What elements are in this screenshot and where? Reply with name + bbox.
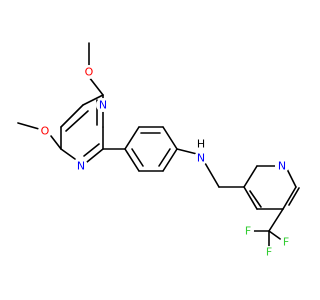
bond	[124, 148, 140, 172]
bond	[249, 190, 262, 208]
bond	[124, 126, 140, 150]
fluorine-label-top: F	[283, 236, 289, 249]
bond	[131, 148, 144, 167]
oxygen-atom-top: O	[82, 65, 96, 79]
molecule-canvas: O O N N N H N F F	[17, 42, 300, 259]
nitrogen-atom-amine: N H	[194, 138, 208, 165]
bond	[17, 122, 40, 130]
bond	[60, 104, 84, 128]
oxygen-label-top: O	[85, 66, 94, 79]
nitrogen-label-amine: N	[197, 152, 205, 165]
bond	[60, 148, 76, 160]
fluorine-atom-top: F	[280, 236, 292, 249]
nitrogen-atom-pyridine: N	[275, 159, 289, 173]
nitrogen-atom-pyrimidine-1: N	[96, 98, 110, 112]
bond	[268, 208, 284, 232]
bond	[83, 143, 100, 157]
oxygen-atom-left: O	[38, 124, 52, 138]
bond	[158, 148, 171, 167]
bond	[82, 94, 104, 106]
bond	[204, 162, 220, 188]
bond	[162, 126, 178, 150]
bond	[162, 148, 178, 172]
bond	[86, 148, 104, 163]
bond	[176, 148, 198, 155]
bond	[88, 76, 104, 96]
bond	[282, 186, 297, 210]
bond	[243, 165, 258, 188]
bond	[243, 186, 258, 210]
fluorine-atom-left: F	[242, 225, 254, 238]
bonds	[17, 42, 300, 247]
fluorine-label-left: F	[245, 225, 251, 238]
bond	[50, 135, 62, 150]
bond	[286, 168, 297, 188]
atom-labels: O O N N N H N F F	[38, 65, 292, 259]
bond	[288, 187, 300, 206]
nitrogen-label-pyrimidine-1: N	[99, 99, 107, 112]
nitrogen-label-pyridine: N	[278, 160, 286, 173]
fluorine-label-bottom: F	[266, 246, 272, 259]
nitrogen-label-pyrimidine-2: N	[77, 160, 85, 173]
fluorine-atom-bottom: F	[263, 246, 275, 259]
hydrogen-label-amine: H	[197, 138, 205, 151]
nitrogen-atom-pyrimidine-2: N	[74, 159, 88, 173]
molecule-structure: O O N N N H N F F	[17, 42, 300, 259]
bond	[65, 110, 89, 132]
oxygen-label-left: O	[41, 125, 50, 138]
